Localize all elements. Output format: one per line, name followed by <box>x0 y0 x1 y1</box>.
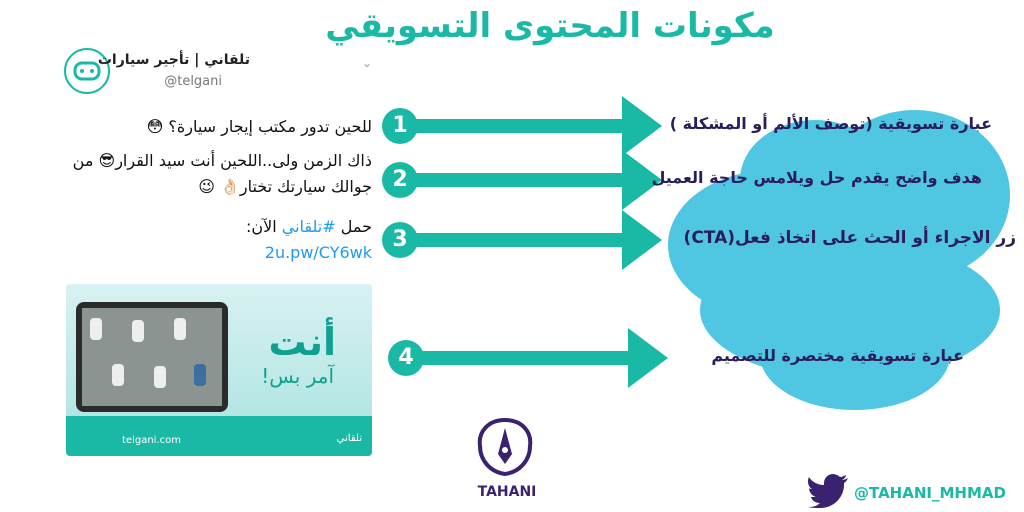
ad-brand: تلقاني <box>336 433 362 444</box>
tweet-ad-image[interactable]: أنت آمر بس! telgani.com تلقاني <box>66 284 372 456</box>
parking-lot-screen <box>82 308 222 406</box>
step-label-4: عبارة تسويقية مختصرة للتصميم <box>711 346 964 365</box>
arrow-head-2 <box>622 150 662 210</box>
tweet-line-3: جوالك سيارتك تختار👌🏻 😉 <box>198 177 372 196</box>
car-icon <box>154 366 166 388</box>
ad-subheadline: آمر بس! <box>261 364 334 388</box>
ad-url: telgani.com <box>122 435 181 446</box>
twitter-bird-icon <box>808 474 848 508</box>
tweet-line-2: ذاك الزمن ولى..اللحين أنت سيد القرار😎 من <box>72 151 372 170</box>
car-icon <box>90 318 102 340</box>
step-label-3: زر الاجراء أو الحث على اتخاذ فعل(CTA) <box>683 228 1016 248</box>
step-label-2: هدف واضح يقدم حل ويلامس حاجة العميل <box>651 168 982 187</box>
logo-text: TAHANI <box>477 484 537 500</box>
step-number-2: 2 <box>382 162 418 198</box>
tweet-author-name[interactable]: تلقاني | تأجير سيارات <box>97 52 250 68</box>
brain-pen-logo-icon <box>477 417 533 477</box>
tweet-line-4: حمل #تلقاني الآن: <box>62 214 372 240</box>
step-number-3: 3 <box>382 222 418 258</box>
step-number-1: 1 <box>382 108 418 144</box>
tweet-line-1: للحين تدور مكتب إيجار سيارة؟ 😳 <box>146 117 372 136</box>
tablet-illustration <box>76 302 228 412</box>
arrow-head-3 <box>622 210 662 270</box>
ad-headline: أنت <box>268 320 336 364</box>
tweet-card: تلقاني | تأجير سيارات @telgani ⌄ للحين ت… <box>64 44 376 464</box>
arrow-1 <box>414 119 626 133</box>
step-number-4: 4 <box>388 340 424 376</box>
tweet-download-prefix: حمل <box>335 217 372 236</box>
arrow-3 <box>414 233 626 247</box>
author-twitter-handle[interactable]: @TAHANI_MHMAD <box>854 484 1006 502</box>
telgani-avatar <box>64 48 110 94</box>
chevron-down-icon[interactable]: ⌄ <box>362 56 373 70</box>
arrow-4 <box>420 351 632 365</box>
arrow-head-1 <box>622 96 662 156</box>
arrow-head-4 <box>628 328 668 388</box>
tweet-hashtag[interactable]: #تلقاني <box>281 217 336 236</box>
car-icon <box>112 364 124 386</box>
car-icon <box>174 318 186 340</box>
car-icon <box>132 320 144 342</box>
step-label-1: عبارة تسويقية (توصف الألم أو المشكلة ) <box>669 114 992 133</box>
car-icon <box>194 364 206 386</box>
page-title: مكونات المحتوى التسويقي <box>325 6 775 46</box>
ad-footer-bar <box>66 416 372 456</box>
arrow-2 <box>414 173 626 187</box>
tweet-author-handle[interactable]: @telgani <box>164 74 222 89</box>
tweet-download-suffix: الآن: <box>245 217 282 236</box>
tweet-link[interactable]: 2u.pw/CY6wk <box>264 243 372 262</box>
